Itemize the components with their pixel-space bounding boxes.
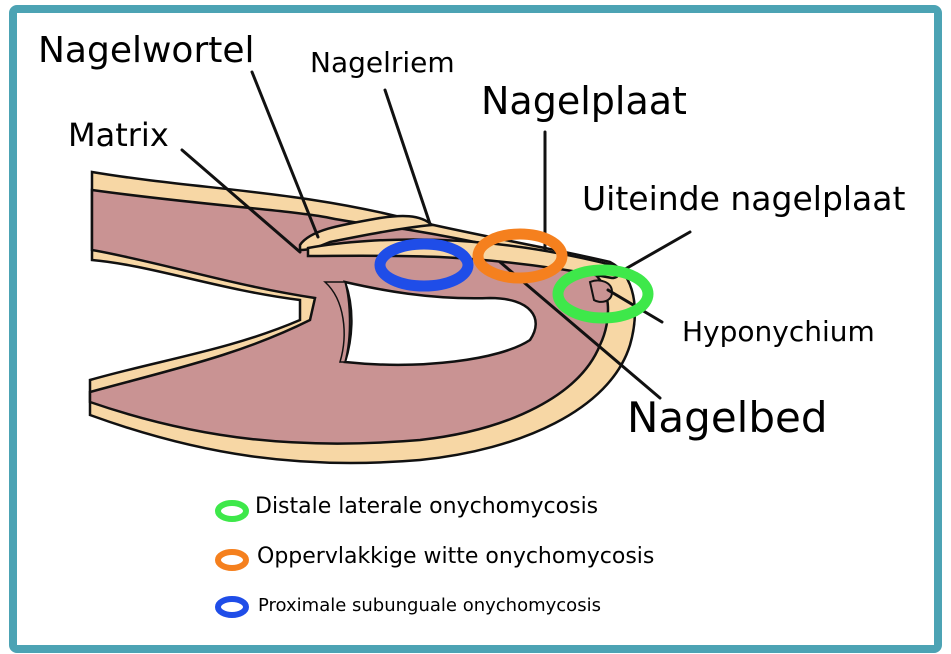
label-nagelwortel: Nagelwortel xyxy=(38,33,255,69)
legend-label-proximale: Proximale subunguale onychomycosis xyxy=(258,597,601,615)
label-hyponychium: Hyponychium xyxy=(682,318,875,346)
label-uiteinde: Uiteinde nagelplaat xyxy=(582,182,905,215)
label-matrix: Matrix xyxy=(68,119,169,151)
label-nagelbed: Nagelbed xyxy=(627,397,827,439)
legend-label-oppervlakkige: Oppervlakkige witte onychomycosis xyxy=(257,546,654,568)
label-nagelriem: Nagelriem xyxy=(310,49,455,77)
label-nagelplaat: Nagelplaat xyxy=(481,82,687,120)
legend-label-distale: Distale laterale onychomycosis xyxy=(255,496,598,518)
